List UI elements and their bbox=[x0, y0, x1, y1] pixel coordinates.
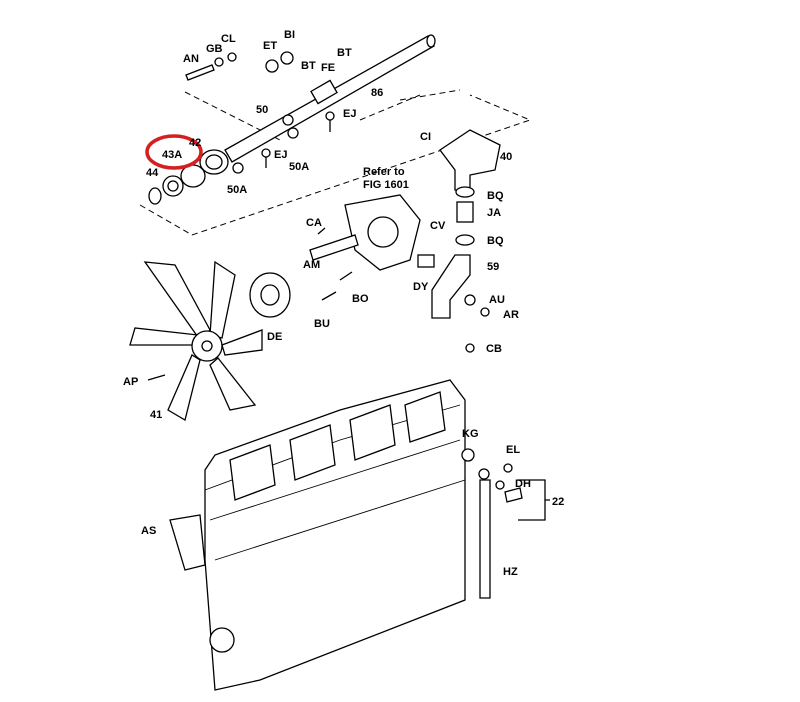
label-BT-2[interactable]: BT bbox=[337, 47, 352, 59]
label-CB[interactable]: CB bbox=[486, 343, 502, 355]
label-AR[interactable]: AR bbox=[503, 309, 519, 321]
label-59[interactable]: 59 bbox=[487, 261, 499, 273]
label-50[interactable]: 50 bbox=[256, 104, 268, 116]
label-HZ[interactable]: HZ bbox=[503, 566, 518, 578]
label-44[interactable]: 44 bbox=[146, 167, 159, 179]
label-CA[interactable]: CA bbox=[306, 217, 322, 229]
label-FE[interactable]: FE bbox=[321, 62, 335, 74]
label-DY[interactable]: DY bbox=[413, 281, 429, 293]
label-BT[interactable]: BT bbox=[301, 60, 316, 72]
label-AU[interactable]: AU bbox=[489, 294, 505, 306]
fan bbox=[129, 260, 263, 422]
label-50A[interactable]: 50A bbox=[227, 184, 247, 196]
refer-note-line1: Refer to bbox=[363, 166, 405, 178]
label-BQ[interactable]: BQ bbox=[487, 190, 504, 202]
label-DE[interactable]: DE bbox=[267, 331, 282, 343]
label-50A-2[interactable]: 50A bbox=[289, 161, 309, 173]
label-GB[interactable]: GB bbox=[206, 43, 223, 55]
label-BI[interactable]: BI bbox=[284, 29, 295, 41]
engine-block bbox=[169, 379, 550, 691]
highlight-circle bbox=[145, 134, 203, 170]
label-EL[interactable]: EL bbox=[506, 444, 520, 456]
label-ET[interactable]: ET bbox=[263, 40, 277, 52]
label-AN[interactable]: AN bbox=[183, 53, 199, 65]
label-40[interactable]: 40 bbox=[500, 151, 512, 163]
shaft-tube bbox=[148, 34, 436, 205]
label-BO[interactable]: BO bbox=[352, 293, 369, 305]
label-CL[interactable]: CL bbox=[221, 33, 236, 45]
label-JA[interactable]: JA bbox=[487, 207, 501, 219]
label-AM[interactable]: AM bbox=[303, 259, 320, 271]
label-CI[interactable]: CI bbox=[420, 131, 431, 143]
hardware-top bbox=[185, 51, 335, 168]
label-AS[interactable]: AS bbox=[141, 525, 156, 537]
label-22[interactable]: 22 bbox=[552, 496, 564, 508]
label-EJ-2[interactable]: EJ bbox=[274, 149, 287, 161]
label-CV[interactable]: CV bbox=[430, 220, 446, 232]
label-42[interactable]: 42 bbox=[189, 137, 201, 149]
assembly-outline bbox=[139, 89, 532, 236]
label-43A[interactable]: 43A bbox=[162, 149, 182, 161]
thermostat-housing bbox=[417, 129, 501, 353]
water-pump bbox=[249, 194, 421, 318]
label-EJ[interactable]: EJ bbox=[343, 108, 356, 120]
label-BQ-2[interactable]: BQ bbox=[487, 235, 504, 247]
refer-note-line2[interactable]: FIG 1601 bbox=[363, 179, 409, 191]
label-86[interactable]: 86 bbox=[371, 87, 383, 99]
label-BU[interactable]: BU bbox=[314, 318, 330, 330]
label-41[interactable]: 41 bbox=[150, 409, 162, 421]
label-AP[interactable]: AP bbox=[123, 376, 138, 388]
label-KG[interactable]: KG bbox=[462, 428, 479, 440]
label-DH[interactable]: DH bbox=[515, 478, 531, 490]
part-labels: CL GB BI ET AN BT FE BT 86 50 EJ 42 43A … bbox=[123, 29, 564, 578]
